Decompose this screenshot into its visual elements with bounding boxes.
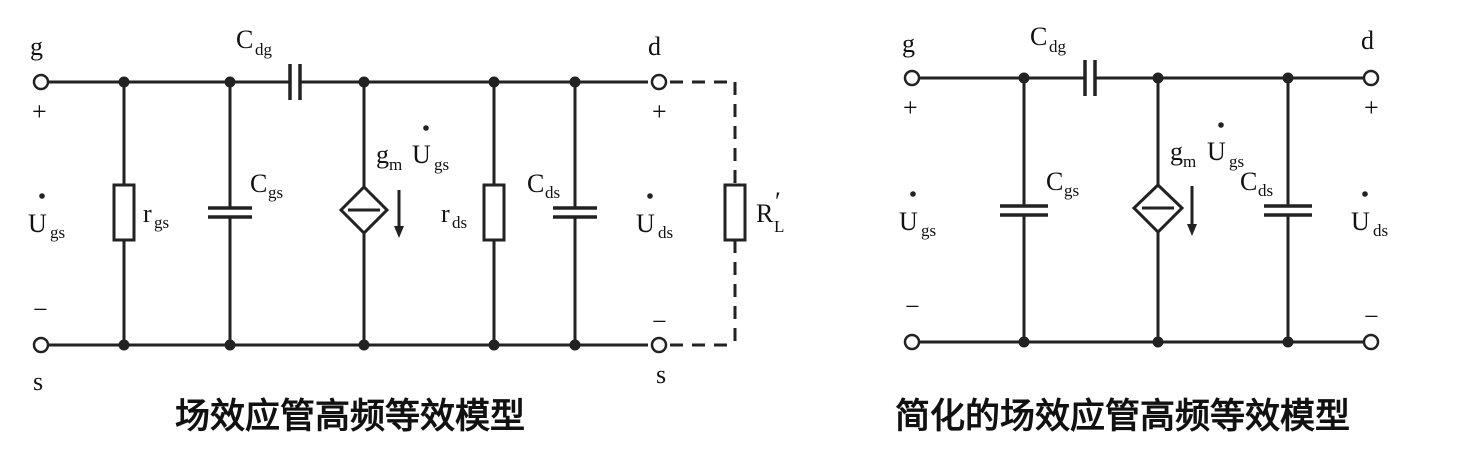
source-label-in: s bbox=[33, 367, 43, 396]
svg-text:′: ′ bbox=[775, 187, 781, 216]
minus-in: − bbox=[33, 295, 48, 324]
gate-terminal bbox=[32, 73, 50, 91]
uds-label: U ds bbox=[1351, 191, 1388, 240]
rds-label: r ds bbox=[441, 199, 467, 232]
svg-text:C: C bbox=[1030, 22, 1047, 51]
cgs-label: C gs bbox=[1046, 167, 1079, 200]
svg-text:ds: ds bbox=[1258, 181, 1273, 200]
svg-text:C: C bbox=[1240, 167, 1257, 196]
gm-ugs-label: g m U gs bbox=[376, 125, 449, 174]
svg-text:m: m bbox=[389, 155, 402, 174]
gate-label: g bbox=[902, 29, 915, 58]
uds-label: U ds bbox=[636, 193, 673, 242]
svg-text:gs: gs bbox=[1064, 181, 1079, 200]
svg-text:U: U bbox=[636, 209, 655, 238]
svg-text:gs: gs bbox=[434, 155, 449, 174]
svg-text:dg: dg bbox=[255, 40, 273, 59]
load-resistor bbox=[723, 183, 747, 242]
plus-out: + bbox=[1364, 93, 1379, 122]
gate-terminal bbox=[903, 69, 921, 87]
svg-text:U: U bbox=[1351, 207, 1370, 236]
svg-text:gs: gs bbox=[154, 213, 169, 232]
svg-text:m: m bbox=[1183, 152, 1196, 171]
rgs-label: r gs bbox=[143, 199, 169, 232]
minus-in: − bbox=[905, 292, 920, 321]
svg-text:ds: ds bbox=[658, 223, 673, 242]
svg-text:ds: ds bbox=[1373, 221, 1388, 240]
svg-text:C: C bbox=[250, 169, 267, 198]
plus-out: + bbox=[652, 97, 667, 126]
right-caption: 简化的场效应管高频等效模型 bbox=[895, 396, 1350, 437]
simplified-equivalent-circuit: g d + − + − U gs U ds C gs C dg g m U gs bbox=[895, 22, 1388, 437]
derivative-dot bbox=[647, 193, 653, 199]
svg-text:dg: dg bbox=[1049, 37, 1067, 56]
derivative-dot bbox=[39, 193, 45, 199]
svg-text:U: U bbox=[412, 140, 431, 169]
source-terminal-in bbox=[903, 333, 921, 351]
svg-text:gs: gs bbox=[1229, 152, 1244, 171]
svg-text:C: C bbox=[527, 169, 544, 198]
svg-text:g: g bbox=[1170, 137, 1183, 166]
ugs-label: U gs bbox=[899, 191, 936, 240]
rl-label: R ′ L bbox=[756, 187, 784, 236]
gm-ugs-label: g m U gs bbox=[1170, 122, 1244, 171]
drain-label: d bbox=[1361, 26, 1374, 55]
svg-text:C: C bbox=[1046, 167, 1063, 196]
svg-text:g: g bbox=[376, 140, 389, 169]
left-caption: 场效应管高频等效模型 bbox=[175, 396, 525, 437]
svg-text:U: U bbox=[899, 207, 918, 236]
rds-resistor bbox=[482, 183, 506, 242]
derivative-dot bbox=[1218, 122, 1224, 128]
svg-text:C: C bbox=[236, 25, 253, 54]
plus-in: + bbox=[32, 97, 47, 126]
svg-text:gs: gs bbox=[50, 223, 65, 242]
svg-text:L: L bbox=[774, 217, 784, 236]
cdg-label: C dg bbox=[236, 25, 273, 59]
derivative-dot bbox=[423, 125, 429, 131]
svg-text:U: U bbox=[1207, 137, 1226, 166]
svg-text:r: r bbox=[441, 199, 450, 228]
derivative-dot bbox=[910, 191, 916, 197]
drain-terminal bbox=[1362, 69, 1380, 87]
svg-text:R: R bbox=[756, 199, 774, 228]
derivative-dot bbox=[1362, 191, 1368, 197]
svg-text:U: U bbox=[28, 209, 47, 238]
cdg-label: C dg bbox=[1030, 22, 1067, 56]
minus-out: − bbox=[652, 307, 667, 336]
svg-text:ds: ds bbox=[545, 183, 560, 202]
drain-terminal bbox=[650, 73, 668, 91]
gate-label: g bbox=[30, 32, 43, 61]
source-label-out: s bbox=[656, 360, 666, 389]
junction-dot bbox=[1018, 72, 1030, 84]
svg-text:ds: ds bbox=[452, 213, 467, 232]
junction-dot bbox=[118, 76, 130, 88]
svg-text:r: r bbox=[143, 199, 152, 228]
cgs-label: C gs bbox=[250, 169, 283, 202]
source-terminal-out bbox=[650, 336, 668, 354]
svg-text:gs: gs bbox=[921, 221, 936, 240]
cds-label: C ds bbox=[1240, 167, 1273, 200]
source-terminal-out bbox=[1362, 333, 1380, 351]
ugs-label: U gs bbox=[28, 193, 65, 242]
drain-label: d bbox=[648, 32, 661, 61]
cds-label: C ds bbox=[527, 169, 560, 202]
svg-text:gs: gs bbox=[268, 183, 283, 202]
plus-in: + bbox=[903, 93, 918, 122]
minus-out: − bbox=[1364, 302, 1379, 331]
full-equivalent-circuit: g d s s + − + − U gs U ds r gs C gs C dg bbox=[28, 25, 784, 437]
rgs-resistor bbox=[112, 183, 136, 242]
source-terminal-in bbox=[32, 336, 50, 354]
